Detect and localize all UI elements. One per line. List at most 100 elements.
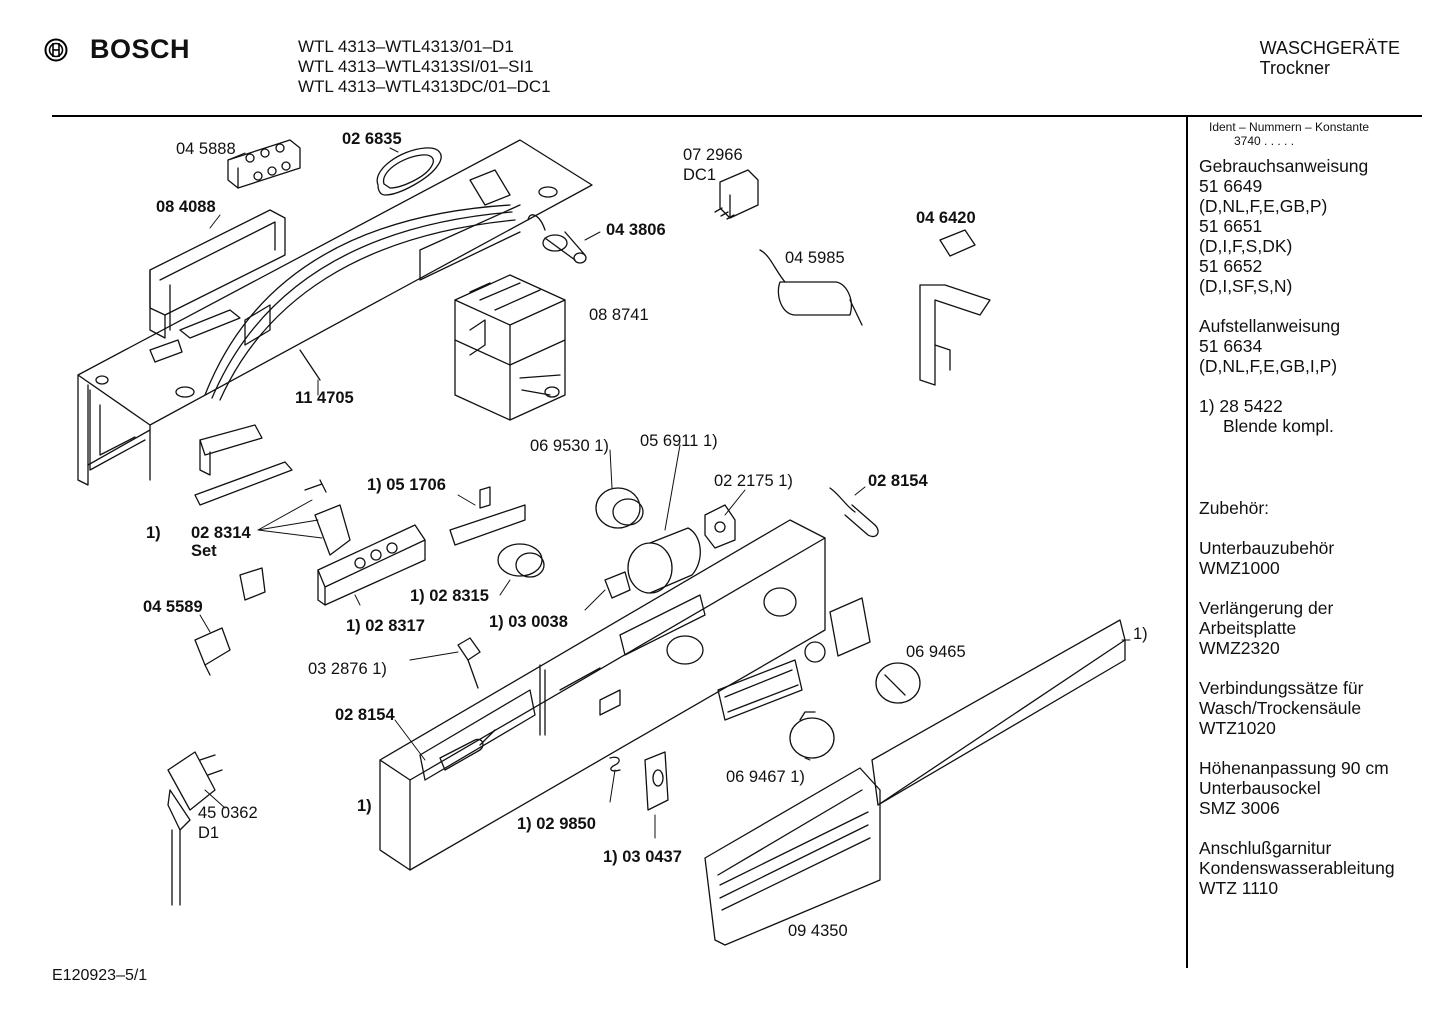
ident-value: 3740 . . . . . xyxy=(1234,134,1295,148)
accessory-item: Verlängerung der Arbeitsplatte WMZ2320 xyxy=(1199,598,1429,658)
accessory-line: WTZ 1110 xyxy=(1199,878,1279,898)
accessory-line: Kondenswasserableitung xyxy=(1199,858,1395,878)
pushbutton-cap xyxy=(645,752,668,810)
capacitor xyxy=(760,250,862,325)
header-divider xyxy=(52,115,1422,117)
accessory-line: WMZ2320 xyxy=(1199,638,1280,658)
spring xyxy=(610,757,620,771)
part-label: 1) 05 1706 xyxy=(367,476,446,494)
part-label: 02 2175 1) xyxy=(714,472,793,490)
manual-block: Gebrauchsanweisung 51 6649 (D,NL,F,E,GB,… xyxy=(1199,156,1429,296)
category-title: WASCHGERÄTE xyxy=(1259,38,1400,58)
part-label: 1) 02 8317 xyxy=(346,617,425,635)
manual-line: (D,I,SF,S,N) xyxy=(1199,276,1293,296)
mounting-bracket xyxy=(920,230,990,385)
accessories-title: Zubehör: xyxy=(1199,498,1270,518)
knob-socket xyxy=(498,544,544,577)
accessory-line: Höhenanpassung 90 cm xyxy=(1199,758,1389,778)
part-label: 11 4705 xyxy=(295,389,354,407)
accessory-line: Unterbauzubehör xyxy=(1199,538,1335,558)
exploded-parts-drawing xyxy=(0,0,1180,1019)
accessory-line: WMZ1000 xyxy=(1199,558,1280,578)
brand: BOSCH xyxy=(44,34,190,65)
front-fascia xyxy=(380,520,825,870)
round-knob xyxy=(876,663,920,703)
part-label: 06 9467 1) xyxy=(726,768,805,786)
part-label: 07 2966 xyxy=(683,146,743,164)
capacitor-small xyxy=(528,215,586,263)
program-knob xyxy=(790,712,834,758)
part-label: 03 2876 1) xyxy=(308,660,387,678)
part-label: 06 9530 1) xyxy=(530,437,609,455)
manual-line: (D,I,F,S,DK) xyxy=(1199,236,1293,256)
accessory-line: SMZ 3006 xyxy=(1199,798,1280,818)
knob-gear xyxy=(596,488,643,528)
accessory-line: Unterbausockel xyxy=(1199,778,1321,798)
slide-rail xyxy=(450,487,525,545)
note-block: 1) 28 5422 Blende kompl. xyxy=(1199,396,1429,436)
model-line: WTL 4313–WTL4313DC/01–DC1 xyxy=(298,77,551,96)
service-flap xyxy=(705,768,880,945)
part-label: 02 6835 xyxy=(342,130,402,148)
part-label: 04 5589 xyxy=(143,598,203,616)
part-label: DC1 xyxy=(683,166,717,184)
manual-line: 51 6649 xyxy=(1199,176,1263,196)
part-label: Set xyxy=(191,542,217,560)
indicator-lens xyxy=(805,642,825,662)
part-label: D1 xyxy=(198,824,220,842)
model-line: WTL 4313–WTL4313SI/01–SI1 xyxy=(298,57,534,76)
bosch-logo-icon xyxy=(44,38,68,61)
terminal-block xyxy=(228,140,300,188)
part-label: 1) xyxy=(1133,625,1148,643)
sidebar: Ident – Nummern – Konstante 3740 . . . .… xyxy=(1199,120,1429,918)
part-label: 06 9465 xyxy=(906,643,966,661)
install-line: 51 6634 xyxy=(1199,336,1263,356)
part-label: 1) 02 8315 xyxy=(410,587,489,605)
accessory-line: WTZ1020 xyxy=(1199,718,1276,738)
part-label: 04 5888 xyxy=(176,140,236,158)
part-label: 08 8741 xyxy=(589,306,649,324)
part-label: 45 0362 xyxy=(198,804,258,822)
drawing-id: E120923–5/1 xyxy=(52,967,148,984)
manual-line: 51 6652 xyxy=(1199,256,1263,276)
accessory-line: Verbindungssätze für xyxy=(1199,678,1364,698)
brand-name: BOSCH xyxy=(90,34,191,64)
lever-set xyxy=(195,425,350,600)
accessory-line: Verlängerung der xyxy=(1199,598,1334,618)
ident-label: Ident – Nummern – Konstante xyxy=(1209,120,1370,134)
part-label: 1) 02 9850 xyxy=(517,815,596,833)
manual-line: (D,NL,F,E,GB,P) xyxy=(1199,196,1328,216)
switch-block xyxy=(318,525,425,605)
accessory-item: Unterbauzubehör WMZ1000 xyxy=(1199,538,1429,578)
part-label: 1) xyxy=(357,797,372,815)
accessory-item: Höhenanpassung 90 cm Unterbausockel SMZ … xyxy=(1199,758,1429,818)
manual-line: 51 6651 xyxy=(1199,216,1263,236)
note-number: 1) 28 5422 xyxy=(1199,396,1283,416)
selector-drum xyxy=(628,528,700,593)
part-label: 02 8314 xyxy=(191,524,251,542)
gasket-ring xyxy=(377,148,441,195)
relay xyxy=(715,170,758,219)
part-label: 04 6420 xyxy=(916,209,976,227)
push-rod xyxy=(458,638,480,688)
sensor-bottom xyxy=(440,730,495,770)
sensor-top xyxy=(830,488,878,537)
display-window xyxy=(718,598,870,720)
install-block: Aufstellanweisung 51 6634 (D,NL,F,E,GB,I… xyxy=(1199,316,1429,376)
accessory-line: Wasch/Trockensäule xyxy=(1199,698,1362,718)
install-title: Aufstellanweisung xyxy=(1199,316,1341,336)
accessory-line: Anschlußgarnitur xyxy=(1199,838,1332,858)
part-label: 1) xyxy=(146,524,161,542)
part-label: 02 8154 xyxy=(335,706,395,724)
manual-title: Gebrauchsanweisung xyxy=(1199,156,1369,176)
category: WASCHGERÄTE Trockner xyxy=(1260,38,1400,78)
part-label: 04 3806 xyxy=(606,221,666,239)
part-label: 02 8154 xyxy=(868,472,928,490)
model-list: WTL 4313–WTL4313/01–D1 WTL 4313–WTL4313S… xyxy=(298,37,551,97)
model-line: WTL 4313–WTL4313/01–D1 xyxy=(298,37,514,56)
part-label: 05 6911 1) xyxy=(640,432,718,450)
end-cap xyxy=(195,628,230,675)
accessory-item: Verbindungssätze für Wasch/Trockensäule … xyxy=(1199,678,1429,738)
accessory-item: Anschlußgarnitur Kondenswasserableitung … xyxy=(1199,838,1429,898)
leader-lines xyxy=(200,148,1130,838)
